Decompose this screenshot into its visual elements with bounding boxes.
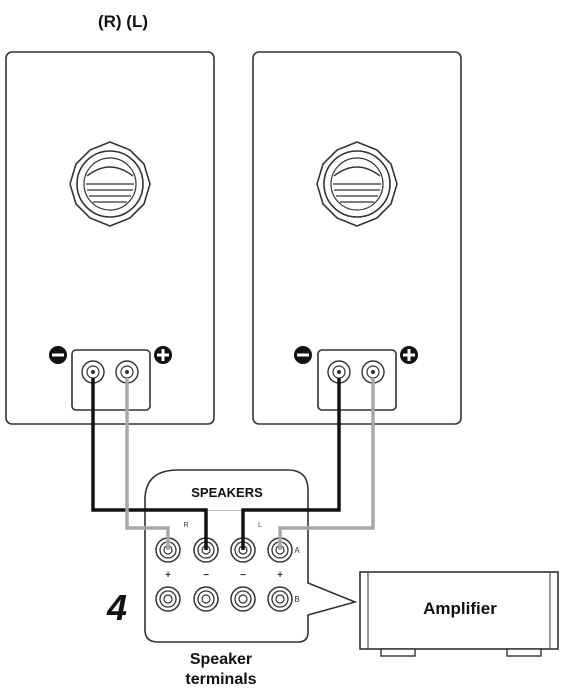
speaker-left-terminal-plate [317, 349, 397, 411]
wire-right-positive [125, 378, 170, 550]
speaker-right-cabinet [5, 51, 215, 425]
binding-post-b-3 [230, 586, 256, 612]
speaker-left-terminal-positive [361, 360, 385, 384]
amplifier-foot-right [506, 648, 542, 657]
panel-polarity-2: − [203, 570, 209, 581]
wire-left-negative [241, 378, 341, 550]
binding-post-b-1 [155, 586, 181, 612]
binding-post-b-4 [267, 586, 293, 612]
binding-post-b-2 [193, 586, 219, 612]
speaker-left [252, 51, 462, 425]
step-number: 4 [106, 587, 127, 628]
speaker-left-terminal-negative [327, 360, 351, 384]
speaker-right-tweeter-icon [69, 141, 151, 227]
caption-line-2: terminals [185, 671, 256, 688]
panel-polarity-3: − [240, 570, 246, 581]
channel-labels: (R) (L) [98, 12, 148, 31]
wire-right-negative [91, 378, 208, 550]
panel-row-b-label: B [294, 595, 299, 604]
amplifier-foot-left [380, 648, 416, 657]
caption-line-1: Speaker [190, 651, 252, 668]
amplifier-body [359, 571, 559, 650]
speaker-wires [91, 378, 375, 550]
speaker-right [5, 51, 215, 425]
speaker-left-cabinet [252, 51, 462, 425]
panel-channel-l-label: L [258, 522, 262, 529]
amplifier-label: Amplifier [423, 599, 497, 618]
speakers-panel-title: SPEAKERS [191, 485, 263, 500]
panel-polarity-4: + [277, 570, 283, 581]
speaker-right-terminal-plate [71, 349, 151, 411]
speaker-left-tweeter-icon [316, 141, 398, 227]
speakers-panel: SPEAKERS R L A B + − − + [144, 469, 358, 643]
wire-left-positive [278, 378, 375, 550]
panel-polarity-1: + [165, 570, 171, 581]
speaker-right-terminal-positive [115, 360, 139, 384]
panel-row-a-label: A [294, 546, 300, 555]
amplifier: Amplifier [359, 571, 559, 657]
panel-channel-r-label: R [183, 522, 188, 529]
